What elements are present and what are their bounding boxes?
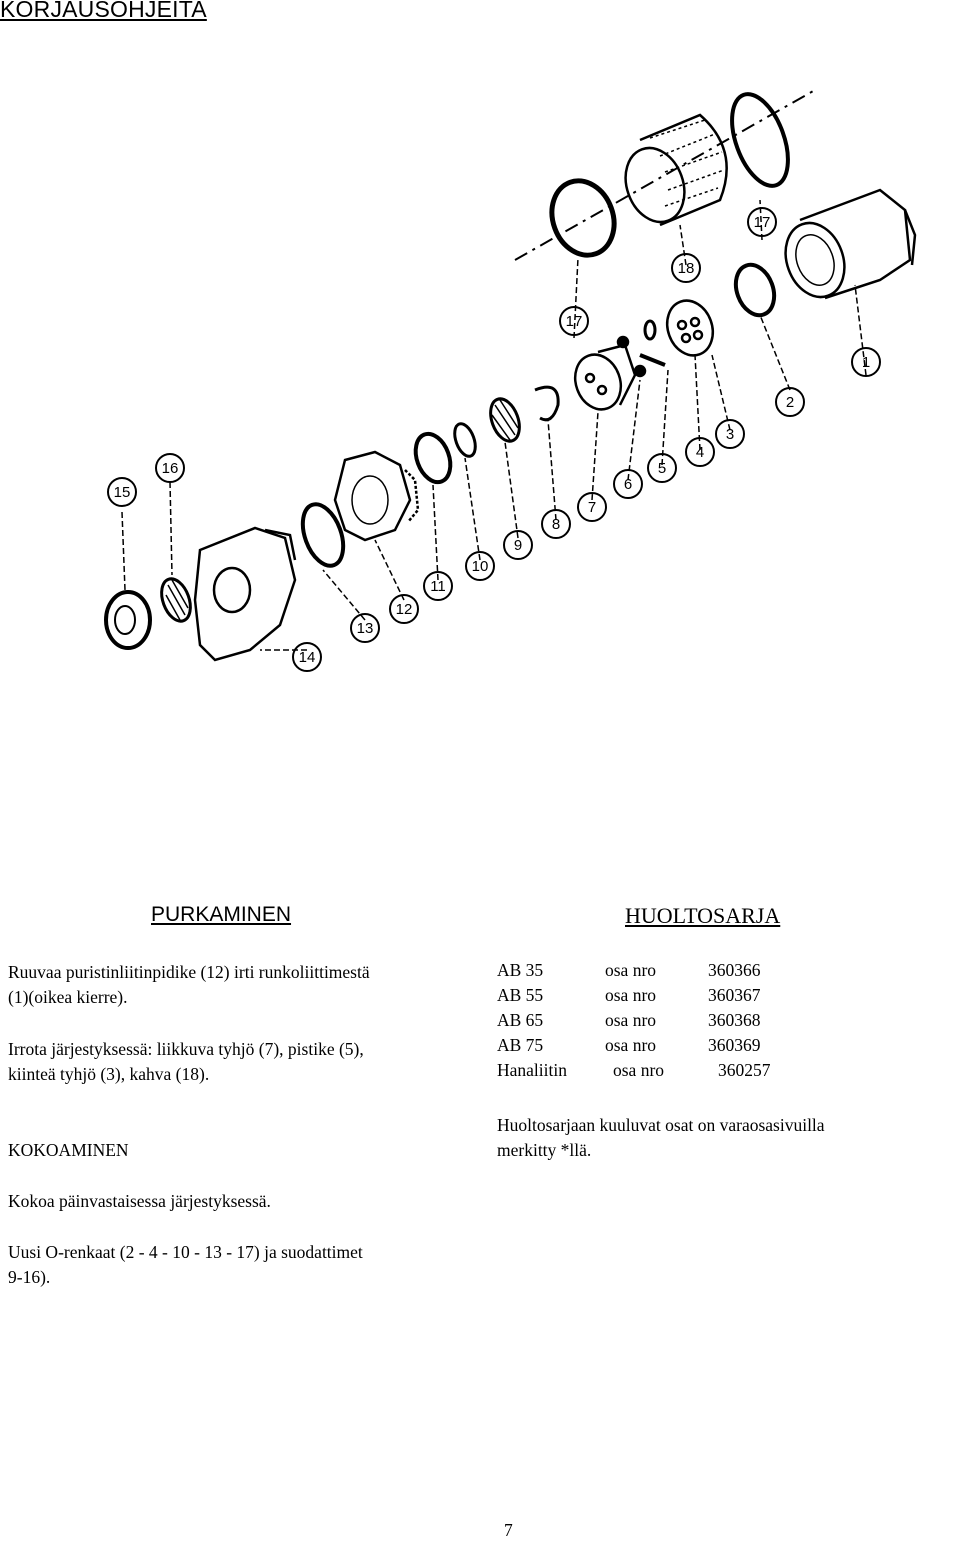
callout-12: 12 [396,601,413,618]
kit-label: osa nro [605,960,657,980]
kit-number: 360366 [708,960,761,980]
huoltosarja-note: Huoltosarjaan kuuluvat osat on varaosasi… [497,1113,825,1163]
kit-model: AB 75 [497,1035,544,1055]
service-kit-table: AB 35 osa nro 360366 AB 55 osa nro 36036… [497,960,771,1085]
kit-model: AB 65 [497,1010,544,1030]
moving-seal-disk [573,343,637,411]
callout-2: 2 [786,394,794,411]
coupling-body [193,526,297,662]
kokoaminen-para1: Kokoa päinvastaisessa järjestyksessä. [8,1191,271,1211]
purkaminen-para2-line2: kiinteä tyhjö (3), kahva (18). [8,1064,210,1084]
main-body [784,188,917,300]
callout-14: 14 [299,649,316,666]
callout-17a: 17 [566,313,583,330]
kit-label: osa nro [605,985,657,1005]
callout-17b: 17 [754,214,771,231]
purkaminen-heading: PURKAMINEN [151,903,292,926]
knurled-nut [624,113,728,227]
callout-9: 9 [514,537,522,554]
page-number: 7 [504,1520,513,1540]
huoltosarja-heading: HUOLTOSARJA [625,903,781,928]
kit-model: Hanaliitin [497,1060,567,1080]
insert-disk [665,299,715,357]
callout-1: 1 [862,354,870,371]
kit-number: 360368 [708,1010,761,1030]
huoltosarja-note-line1: Huoltosarjaan kuuluvat osat on varaosasi… [497,1115,825,1135]
callout-8: 8 [552,516,560,533]
callout-4: 4 [696,444,704,461]
callout-18: 18 [678,260,695,277]
table-row: AB 35 osa nro 360366 [497,960,771,985]
purkaminen-para1-line1: Ruuvaa puristinliitinpidike (12) irti ru… [8,962,370,982]
table-row: Hanaliitin osa nro 360257 [497,1060,771,1085]
kokoaminen-para2: Uusi O-renkaat (2 - 4 - 10 - 13 - 17) ja… [8,1240,363,1290]
callout-10: 10 [472,558,489,575]
purkaminen-para1-line2: (1)(oikea kierre). [8,987,128,1007]
table-row: AB 55 osa nro 360367 [497,985,771,1010]
kit-number: 360369 [708,1035,761,1055]
callout-13: 13 [357,620,374,637]
callout-7: 7 [588,499,596,516]
callout-15: 15 [114,484,131,501]
holder-nut [333,450,420,542]
kit-model: AB 55 [497,985,544,1005]
kokoaminen-para2-line2: 9-16). [8,1267,51,1287]
callout-3: 3 [726,426,734,443]
table-row: AB 65 osa nro 360368 [497,1010,771,1035]
kit-model: AB 35 [497,960,544,980]
kit-label: osa nro [613,1060,665,1080]
purkaminen-para2-line1: Irrota järjestyksessä: liikkuva tyhjö (7… [8,1039,364,1059]
callout-6: 6 [624,476,632,493]
purkaminen-para2: Irrota järjestyksessä: liikkuva tyhjö (7… [8,1037,364,1087]
table-row: AB 75 osa nro 360369 [497,1035,771,1060]
kit-label: osa nro [605,1035,657,1055]
kit-number: 360367 [708,985,761,1005]
callout-11: 11 [430,578,446,595]
huoltosarja-note-line2: merkitty *llä. [497,1140,592,1160]
purkaminen-para1: Ruuvaa puristinliitinpidike (12) irti ru… [8,960,370,1010]
callout-16: 16 [162,460,179,477]
exploded-parts-diagram: 1 2 3 4 5 6 7 8 9 10 11 12 13 14 15 16 1… [104,89,917,672]
kit-number: 360257 [718,1060,771,1080]
page-title: KORJAUSOHJEITA [0,0,207,22]
kokoaminen-heading: KOKOAMINEN [8,1140,129,1160]
kokoaminen-para2-line1: Uusi O-renkaat (2 - 4 - 10 - 13 - 17) ja… [8,1242,363,1262]
kit-label: osa nro [605,1010,657,1030]
callout-5: 5 [658,460,666,477]
